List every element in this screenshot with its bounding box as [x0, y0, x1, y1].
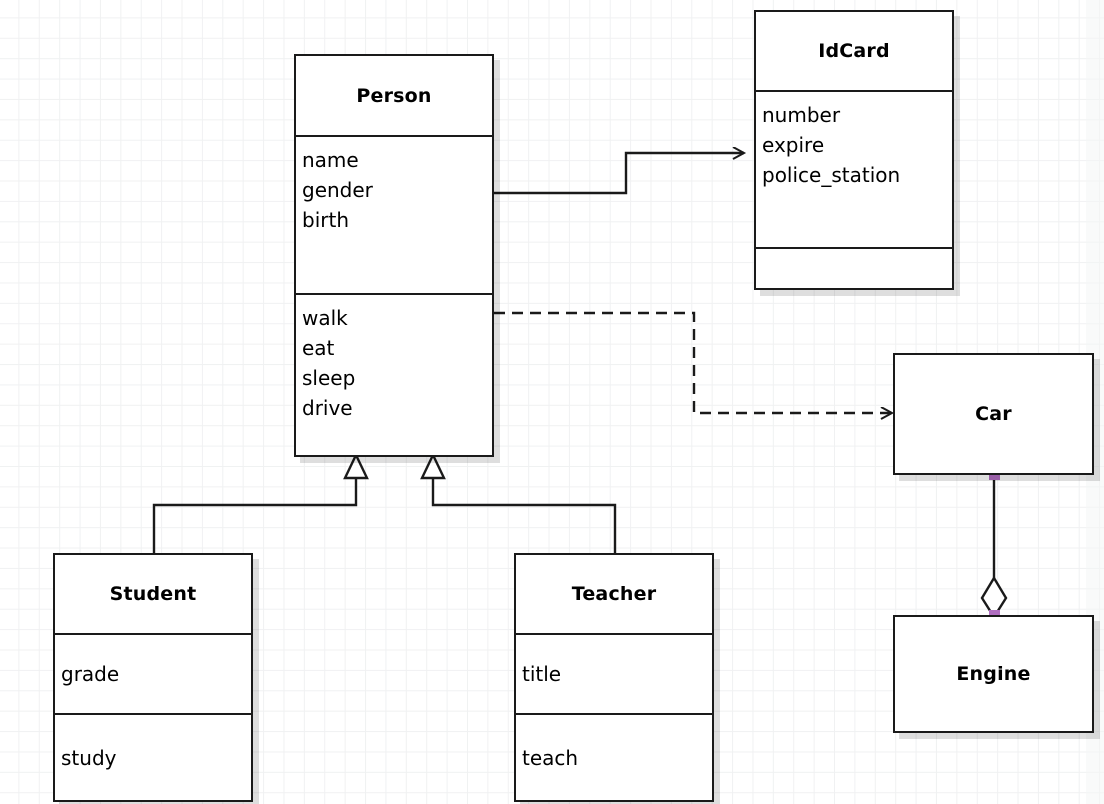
connector-person-idcard[interactable]: [494, 153, 744, 195]
connector-teacher-person[interactable]: [420, 452, 617, 553]
operation: eat: [302, 336, 335, 360]
class-name-car: Car: [975, 403, 1012, 425]
class-box-car[interactable]: Car: [893, 353, 1094, 475]
attribute: name: [302, 148, 359, 172]
attribute: number: [762, 103, 841, 127]
class-box-student[interactable]: Student grade study: [53, 553, 253, 802]
attribute: grade: [61, 662, 120, 686]
inheritance-triangle-student: [343, 452, 369, 480]
class-box-idcard[interactable]: IdCard number expire police_station: [754, 10, 954, 290]
attribute: police_station: [762, 163, 901, 187]
class-box-teacher[interactable]: Teacher title teach: [514, 553, 714, 802]
connector-person-car[interactable]: [494, 311, 892, 413]
class-box-person[interactable]: Person name gender birth walk eat sleep …: [294, 54, 494, 457]
attribute: gender: [302, 178, 373, 202]
operations-idcard: [756, 247, 952, 288]
attributes-student: grade: [55, 633, 251, 713]
attribute: birth: [302, 208, 349, 232]
class-name-idcard: IdCard: [818, 40, 890, 62]
canvas-right-gutter: [1086, 0, 1104, 804]
attribute: title: [522, 662, 562, 686]
class-name-teacher: Teacher: [571, 583, 657, 605]
operation: study: [61, 745, 117, 770]
operation: teach: [522, 745, 579, 770]
operation: walk: [302, 306, 348, 330]
class-name-engine: Engine: [956, 663, 1031, 685]
attributes-person: name gender birth: [296, 135, 492, 293]
operations-person: walk eat sleep drive: [296, 293, 492, 455]
connector-car-engine[interactable]: [980, 475, 1008, 620]
attribute: expire: [762, 133, 825, 157]
operations-student: study: [55, 713, 251, 800]
class-name-student: Student: [109, 583, 197, 605]
class-box-engine[interactable]: Engine: [893, 615, 1094, 733]
attributes-idcard: number expire police_station: [756, 90, 952, 247]
operation: sleep: [302, 366, 356, 390]
operations-teacher: teach: [516, 713, 712, 800]
connector-student-person[interactable]: [152, 452, 369, 553]
attributes-teacher: title: [516, 633, 712, 713]
operation: drive: [302, 396, 353, 420]
class-name-person: Person: [356, 84, 432, 107]
inheritance-triangle-teacher: [420, 452, 446, 480]
